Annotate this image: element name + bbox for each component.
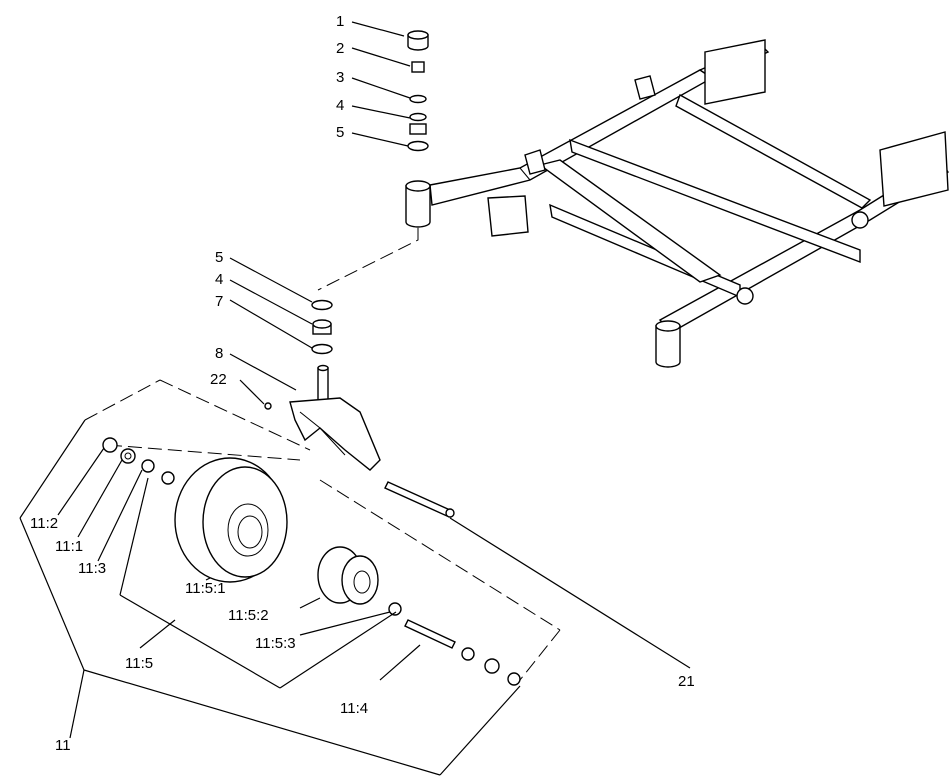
callout-4-lower: 4	[215, 271, 223, 288]
bearing-cup-part	[407, 140, 429, 152]
leader-lines	[19, 21, 691, 776]
callout-11-4: 11:4	[340, 700, 368, 717]
callout-labels: 1 2 3 4 5 5 4 7 8 22 11:2 11:1 11:3 11:5…	[30, 13, 695, 754]
callout-5-lower: 5	[215, 249, 223, 266]
callout-11-5-1: 11:5:1	[185, 580, 226, 597]
callout-5-upper: 5	[336, 124, 344, 141]
callout-21: 21	[678, 673, 695, 690]
callout-11-5: 11:5	[125, 655, 153, 672]
callout-11-5-2: 11:5:2	[228, 607, 269, 624]
callout-1: 1	[336, 13, 344, 30]
callout-3: 3	[336, 69, 344, 86]
callout-7: 7	[215, 293, 223, 310]
callout-22: 22	[210, 371, 227, 388]
callout-2: 2	[336, 40, 344, 57]
callout-11-1: 11:1	[55, 538, 83, 555]
caster-fork-assembly	[264, 228, 419, 471]
callout-11: 11	[55, 737, 71, 754]
callout-11-5-3: 11:5:3	[255, 635, 296, 652]
frame-assembly	[405, 39, 949, 368]
callout-8: 8	[215, 345, 223, 362]
wheel-assembly	[84, 379, 561, 686]
washer-part	[409, 94, 427, 104]
bearing-part	[409, 112, 427, 122]
callout-11-3: 11:3	[78, 560, 106, 577]
callout-4-upper: 4	[336, 97, 344, 114]
locknut-part	[411, 61, 425, 73]
callout-11-2: 11:2	[30, 515, 58, 532]
upper-bearing-stack	[407, 30, 429, 152]
